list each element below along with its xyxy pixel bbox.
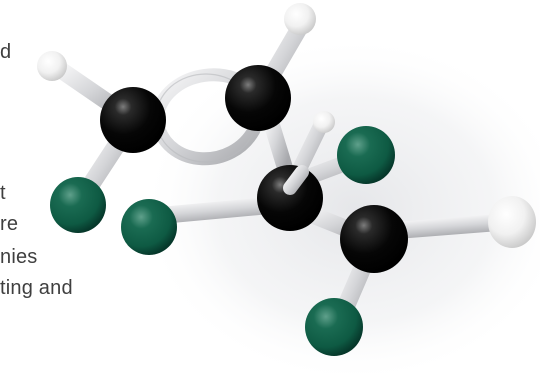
- chlorine-atom-bottom: [305, 298, 363, 356]
- hydrogen-atom-top: [284, 3, 316, 35]
- bond-c3-cl3: [146, 196, 284, 225]
- chlorine-atom-left: [50, 177, 106, 233]
- chlorine-atom-right-upper: [337, 126, 395, 184]
- carbon-atom-top-right: [225, 65, 291, 131]
- carbon-atom-center: [257, 165, 323, 231]
- bond-tip-center: [283, 165, 309, 195]
- text-fragment-top: d: [0, 41, 12, 63]
- carbon-atom-bottom-right: [340, 205, 408, 273]
- chlorine-atom-middle-left: [121, 199, 177, 255]
- hydrogen-atom-right: [488, 196, 536, 248]
- text-fragment-line-2: re: [0, 213, 19, 235]
- hydrogen-atom-top-left: [37, 51, 67, 81]
- hydrogen-atom-middle: [313, 111, 335, 133]
- text-fragment-line-4: ting and: [0, 277, 73, 299]
- text-fragment-line-1: t: [0, 182, 6, 204]
- carbon-atom-left: [100, 87, 166, 153]
- text-fragment-line-3: nies: [0, 246, 38, 268]
- bond-c3-h3: [292, 119, 328, 176]
